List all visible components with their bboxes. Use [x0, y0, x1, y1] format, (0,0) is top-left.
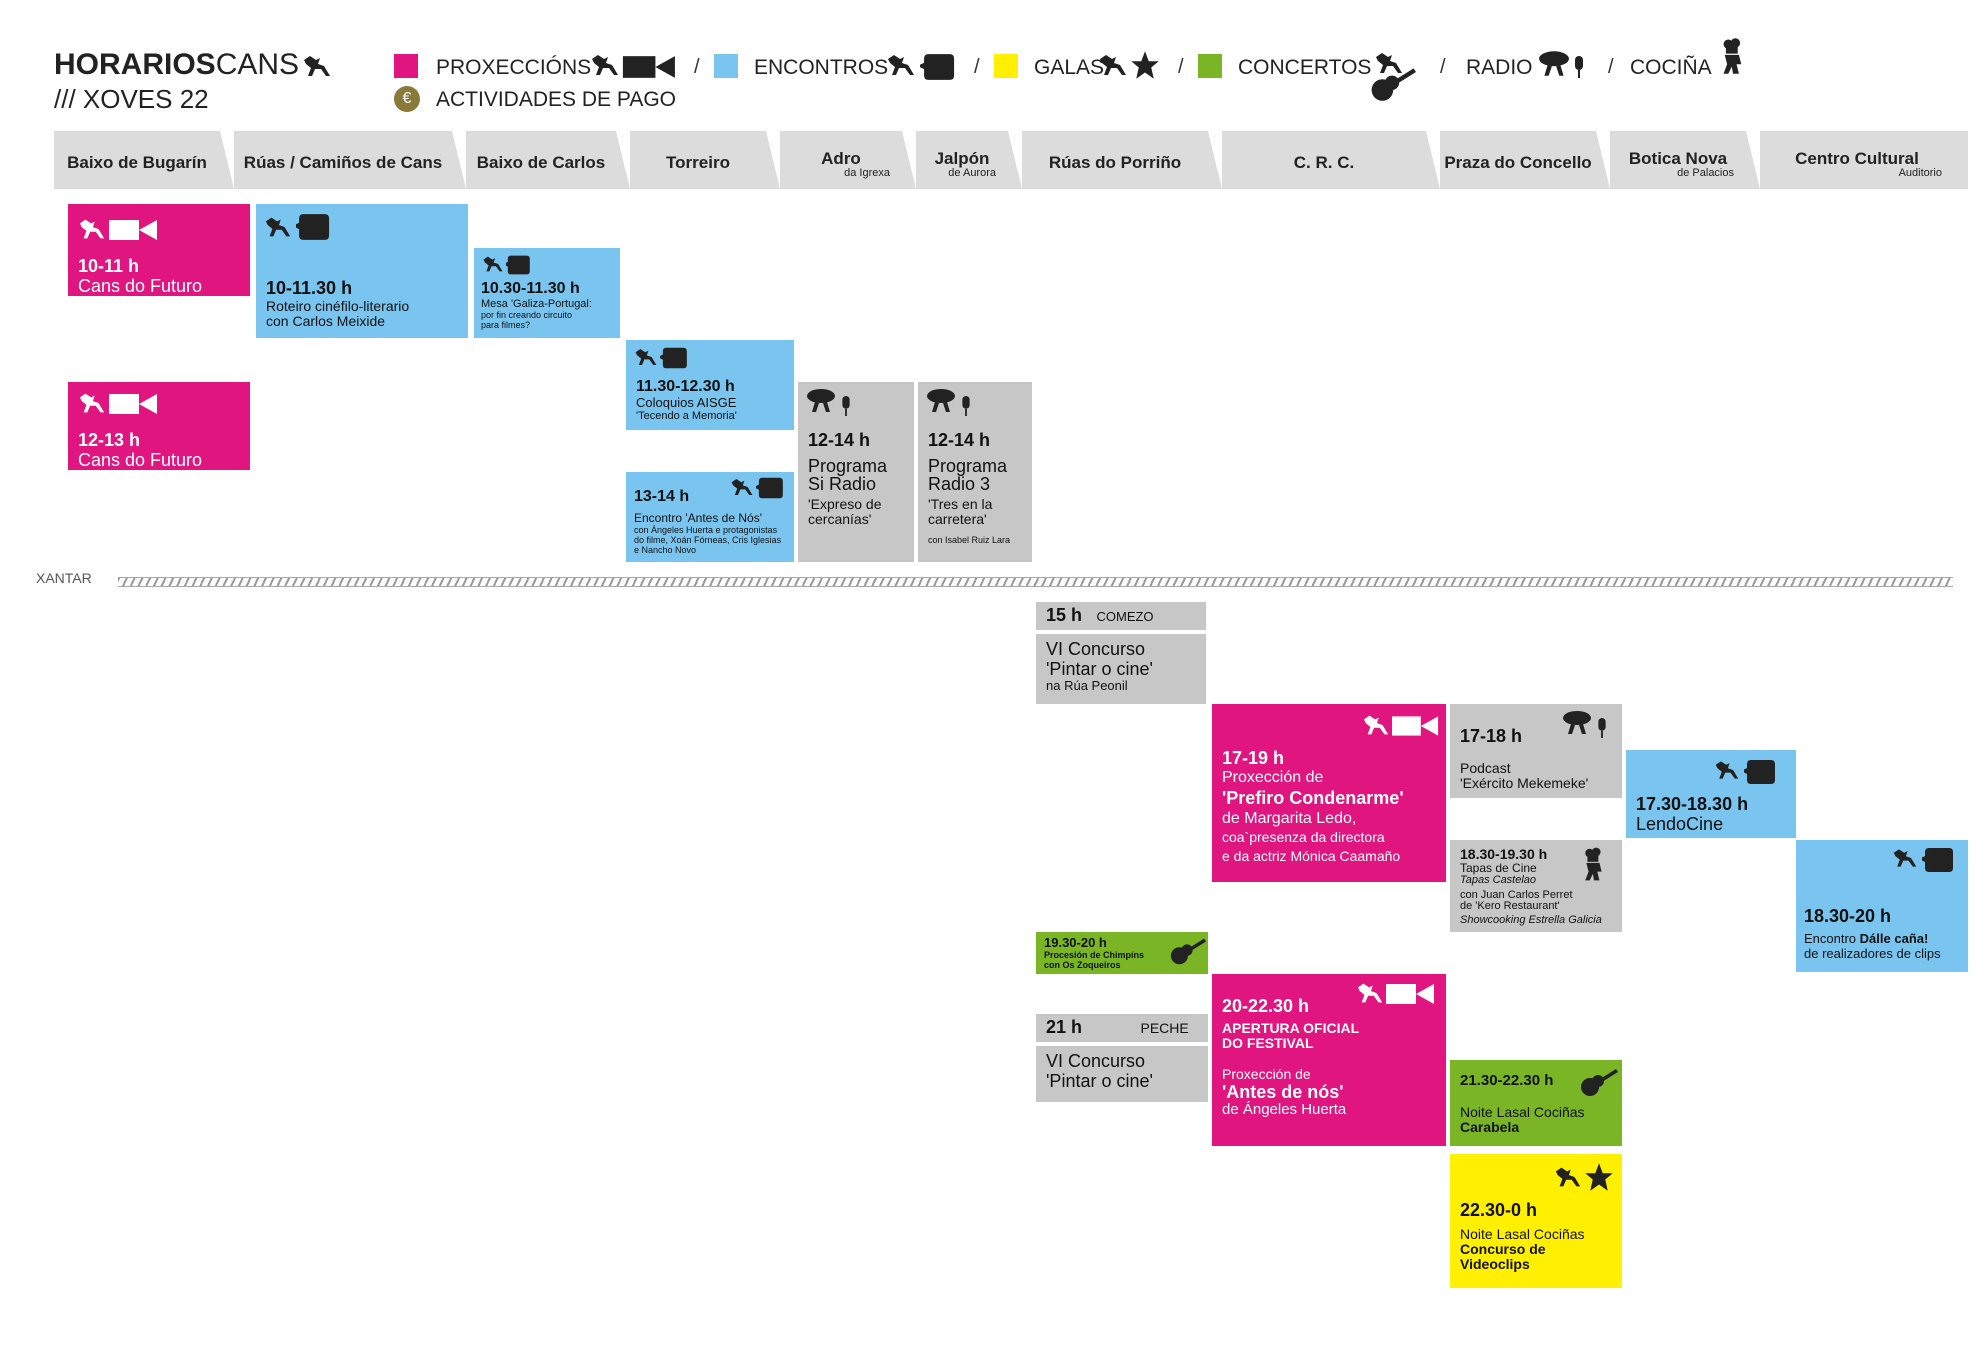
- camera-icon: [108, 392, 160, 416]
- page-subtitle: /// XOVES 22: [54, 84, 209, 114]
- venue-tab-baixo-carlos: Baixo de Carlos: [466, 131, 630, 189]
- event-card[interactable]: 10.30-11.30 h Mesa 'Galiza-Portugal: por…: [474, 248, 620, 338]
- speech-bubble-icon: [756, 476, 784, 500]
- event-card[interactable]: 17-19 h Proxección de 'Prefiro Condenarm…: [1212, 704, 1446, 882]
- event-card[interactable]: 12-13 h Cans do Futuro: [68, 382, 250, 470]
- camera-icon: [108, 218, 160, 242]
- speech-bubble-icon: [1922, 846, 1954, 874]
- event-card[interactable]: 13-14 h Encontro 'Antes de Nós' con Ánge…: [626, 472, 794, 562]
- legend-radio: RADIO: [1466, 56, 1533, 79]
- event-card[interactable]: VI Concurso 'Pintar o cine' na Rúa Peoni…: [1036, 634, 1206, 704]
- legend-swatch-proxeccions: [394, 54, 418, 78]
- dog-icon: [1554, 1164, 1582, 1190]
- venue-tab-torreiro: Torreiro: [630, 131, 780, 189]
- guitar-icon: [1578, 1066, 1618, 1098]
- xantar-label: XANTAR: [36, 570, 92, 586]
- microphone-icon: [1596, 718, 1608, 738]
- legend-swatch-encontros: [714, 54, 738, 78]
- radio-dog-icon: [1562, 710, 1592, 734]
- chef-icon: [1720, 36, 1746, 76]
- legend-pago: ACTIVIDADES DE PAGO: [436, 88, 676, 111]
- dog-icon: [1714, 758, 1740, 782]
- microphone-icon: [1572, 56, 1586, 78]
- dog-icon: [634, 346, 658, 368]
- radio-dog-icon: [926, 388, 956, 412]
- event-card[interactable]: 22.30-0 h Noite Lasal Cociñas Concurso d…: [1450, 1154, 1622, 1288]
- speech-bubble-icon: [920, 52, 956, 82]
- camera-icon: [1392, 714, 1440, 738]
- venue-tab-bugarin: Baixo de Bugarín: [54, 131, 234, 189]
- star-icon: [1130, 50, 1160, 80]
- dog-icon: [1356, 980, 1384, 1006]
- event-card[interactable]: 11.30-12.30 h Coloquios AISGE 'Tecendo a…: [626, 340, 794, 430]
- radio-dog-icon: [806, 388, 836, 412]
- speech-bubble-icon: [296, 212, 330, 242]
- event-card[interactable]: VI Concurso 'Pintar o cine': [1036, 1046, 1208, 1102]
- legend-proxeccions: PROXECCIÓNS: [436, 56, 592, 79]
- legend-swatch-galas: [994, 54, 1018, 78]
- legend-swatch-concertos: [1198, 54, 1222, 78]
- logo-dog-icon: [302, 50, 332, 82]
- star-icon: [1584, 1162, 1614, 1192]
- microphone-icon: [840, 396, 852, 416]
- venue-tab-crc: C. R. C.: [1222, 131, 1440, 189]
- xantar-divider: [118, 577, 1953, 587]
- camera-icon: [622, 54, 678, 80]
- speech-bubble-icon: [1744, 758, 1776, 786]
- dog-icon: [1362, 712, 1390, 738]
- dog-icon: [886, 52, 916, 78]
- legend-encontros: ENCONTROS: [754, 56, 889, 79]
- chef-icon: [1582, 844, 1606, 884]
- dog-icon: [1892, 846, 1918, 870]
- dog-icon: [1098, 52, 1128, 78]
- event-card[interactable]: 17.30-18.30 h LendoCine: [1626, 750, 1796, 838]
- venue-tab-ruas-cans: Rúas / Camiños de Cans: [234, 131, 466, 189]
- camera-icon: [1386, 982, 1436, 1006]
- dog-icon: [78, 216, 106, 242]
- event-card[interactable]: 20-22.30 h APERTURA OFICIAL DO FESTIVAL …: [1212, 974, 1446, 1146]
- guitar-icon: [1366, 66, 1418, 102]
- euro-icon: €: [394, 86, 420, 112]
- event-card[interactable]: 18.30-19.30 h Tapas de Cine Tapas Castel…: [1450, 840, 1622, 932]
- speech-bubble-icon: [506, 254, 530, 276]
- dog-icon: [264, 214, 292, 240]
- speech-bubble-icon: [660, 346, 688, 370]
- event-card[interactable]: 17-18 h Podcast 'Exército Mekemeke': [1450, 704, 1622, 798]
- event-card[interactable]: 18.30-20 h Encontro Dálle caña! de reali…: [1796, 840, 1968, 972]
- event-card[interactable]: 21.30-22.30 h Noite Lasal Cociñas Carabe…: [1450, 1060, 1622, 1146]
- dog-icon: [730, 476, 754, 498]
- event-card[interactable]: 10-11 h Cans do Futuro: [68, 204, 250, 296]
- dog-icon: [590, 52, 620, 78]
- event-card[interactable]: 12-14 h Programa Si Radio 'Expreso de ce…: [798, 382, 914, 562]
- legend-cocina: COCIÑA: [1630, 56, 1712, 79]
- microphone-icon: [960, 396, 972, 416]
- event-card[interactable]: 12-14 h Programa Radio 3 'Tres en la car…: [918, 382, 1032, 562]
- page-title: HORARIOSCANS: [54, 48, 300, 81]
- event-card-header[interactable]: 15 h COMEZO: [1036, 602, 1206, 630]
- legend-concertos: CONCERTOS: [1238, 56, 1372, 79]
- event-card-header[interactable]: 21 h PECHE: [1036, 1014, 1208, 1042]
- radio-dog-icon: [1538, 50, 1570, 76]
- event-card[interactable]: 10-11.30 h Roteiro cinéfilo-literario co…: [256, 204, 468, 338]
- dog-icon: [482, 254, 504, 274]
- event-card[interactable]: 19.30-20 h Procesión de Chimpíns con Os …: [1036, 932, 1208, 974]
- venue-tab-ruas-porrino: Rúas do Porriño: [1022, 131, 1222, 189]
- dog-icon: [78, 390, 106, 416]
- guitar-icon: [1168, 936, 1206, 966]
- venue-tab-praza-concello: Praza do Concello: [1440, 131, 1610, 189]
- legend-galas: GALAS: [1034, 56, 1105, 79]
